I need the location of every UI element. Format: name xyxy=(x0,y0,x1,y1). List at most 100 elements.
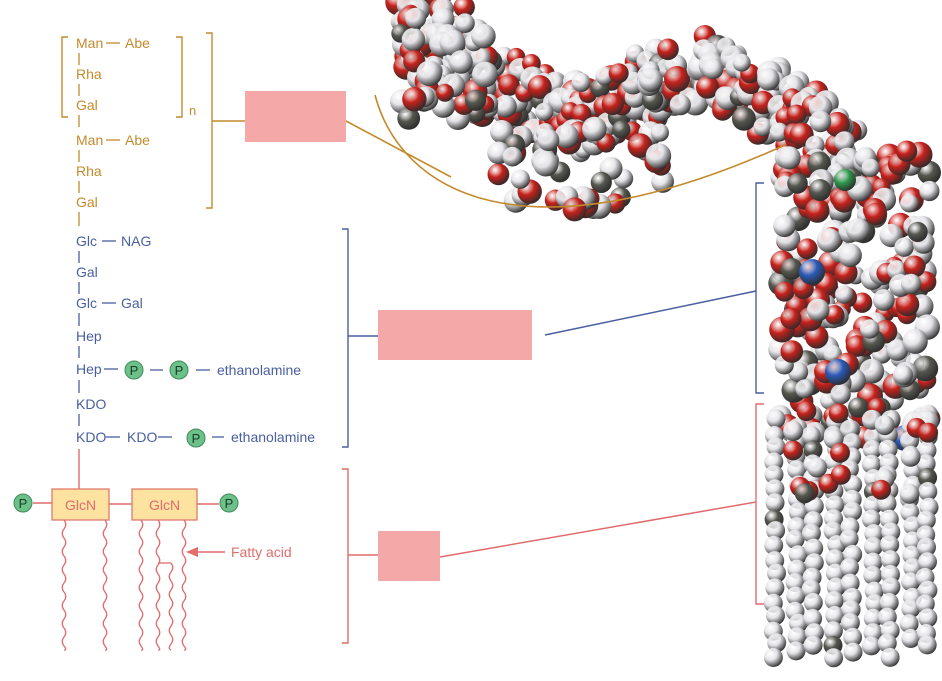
hydrogen-atom xyxy=(893,364,913,385)
hydrogen-atom xyxy=(767,633,787,653)
oxygen-atom xyxy=(864,202,888,226)
hydrogen-atom xyxy=(863,495,883,515)
hydrogen-atom xyxy=(917,537,936,557)
phosphate-group xyxy=(186,428,206,448)
hydrogen-atom xyxy=(881,577,901,597)
hydrogen-atom xyxy=(901,273,922,294)
fatty-acid-chain xyxy=(61,519,67,651)
hydrogen-atom xyxy=(862,440,882,459)
hydrogen-atom xyxy=(863,552,883,572)
o-antigen-bracket xyxy=(206,32,213,209)
sugar-glcn: GlcN xyxy=(65,497,96,513)
oxygen-atom xyxy=(435,83,454,102)
oxygen-atom xyxy=(664,66,690,92)
hydrogen-atom xyxy=(916,510,936,530)
hydrogen-atom xyxy=(840,557,859,577)
hydrogen-atom xyxy=(863,537,883,556)
fatty-acid-chains xyxy=(61,519,187,651)
hydrogen-atom xyxy=(840,573,860,593)
leader-line xyxy=(544,290,757,336)
core-label-box xyxy=(378,310,532,360)
nitrogen-atom xyxy=(799,259,825,285)
hydrogen-atom xyxy=(494,95,517,118)
hydrogen-atom xyxy=(859,358,885,384)
hydrogen-atom xyxy=(785,529,805,549)
carbon-atom xyxy=(809,179,831,201)
oxygen-atom xyxy=(601,92,624,116)
sugar-hep: Hep xyxy=(76,361,102,377)
leader-line xyxy=(439,501,757,558)
hydrogen-atom xyxy=(788,502,808,522)
oxygen-atom xyxy=(828,403,849,424)
hydrogen-atom xyxy=(835,285,854,304)
sugar-abe: Abe xyxy=(125,132,150,148)
carbon-atom xyxy=(612,120,631,139)
hydrogen-atom xyxy=(846,218,870,242)
sugar-rha: Rha xyxy=(76,163,102,179)
carbon-atom xyxy=(794,483,815,504)
o-antigen-label-box xyxy=(245,91,346,142)
hydrogen-atom xyxy=(767,563,786,583)
o-antigen-model-curve xyxy=(374,94,786,208)
fatty-acid-chain xyxy=(138,519,144,651)
carbon-atom xyxy=(912,355,939,382)
fatty-acid-chain xyxy=(102,519,108,651)
hydrogen-atom xyxy=(786,586,806,606)
oxygen-atom xyxy=(796,238,818,260)
hydrogen-atom xyxy=(872,289,895,311)
core-model-bracket xyxy=(755,182,764,394)
oxygen-atom xyxy=(783,440,803,461)
fatty-acid-chain xyxy=(181,519,187,651)
oxygen-atom xyxy=(780,340,804,363)
hydrogen-atom xyxy=(824,591,844,610)
oxygen-atom xyxy=(796,401,817,421)
hydrogen-atom xyxy=(785,573,805,592)
hydrogen-atom xyxy=(405,7,427,29)
phosphate-label: P xyxy=(192,431,201,446)
sugar-kdo: KDO xyxy=(76,429,106,445)
hydrogen-atom xyxy=(786,641,806,661)
core-bracket xyxy=(342,228,349,448)
oxygen-atom xyxy=(498,74,520,96)
sugar-abe: Abe xyxy=(125,35,150,51)
hydrogen-atom xyxy=(416,60,443,87)
hydrogen-atom xyxy=(900,446,921,467)
lipid-a-label-box xyxy=(378,531,440,581)
hydrogen-atom xyxy=(838,243,862,268)
hydrogen-atom xyxy=(502,146,523,167)
hydrogen-atom xyxy=(803,635,823,655)
hydrogen-atom xyxy=(900,194,919,213)
hydrogen-atom xyxy=(824,648,844,668)
leader-line xyxy=(345,120,452,178)
hydrogen-atom xyxy=(806,298,830,322)
carbon-atom xyxy=(465,89,487,111)
oxygen-atom xyxy=(453,0,475,18)
sugar-gal: Gal xyxy=(76,194,98,210)
hydrogen-atom xyxy=(401,27,426,52)
oxygen-atom xyxy=(805,198,830,223)
hydrogen-atom xyxy=(764,535,784,555)
hydrogen-atom xyxy=(863,608,883,628)
phosphate-group xyxy=(169,360,189,380)
phosphate-label: P xyxy=(225,496,234,511)
hydrogen-atom xyxy=(860,319,880,339)
carbon-atom xyxy=(918,468,938,487)
repeat-subscript: n xyxy=(189,103,196,118)
hydrogen-atom xyxy=(766,606,785,625)
hydrogen-atom xyxy=(861,509,881,529)
oxygen-atom xyxy=(896,140,918,162)
repeat-bracket-right xyxy=(176,36,183,118)
hydrogen-atom xyxy=(669,94,691,116)
space-filling-model xyxy=(385,0,941,668)
hydrogen-atom xyxy=(843,642,863,662)
phosphate-label: P xyxy=(175,363,184,378)
hydrogen-atom xyxy=(449,50,473,74)
sugar-nag: NAG xyxy=(121,233,151,249)
sugar-hep: Hep xyxy=(76,328,102,344)
hydrogen-atom xyxy=(753,117,773,137)
lipid-a-bracket xyxy=(342,468,349,644)
hydrogen-atom xyxy=(554,123,579,149)
hydrogen-atom xyxy=(825,495,845,515)
hydrogen-atom xyxy=(803,593,823,612)
